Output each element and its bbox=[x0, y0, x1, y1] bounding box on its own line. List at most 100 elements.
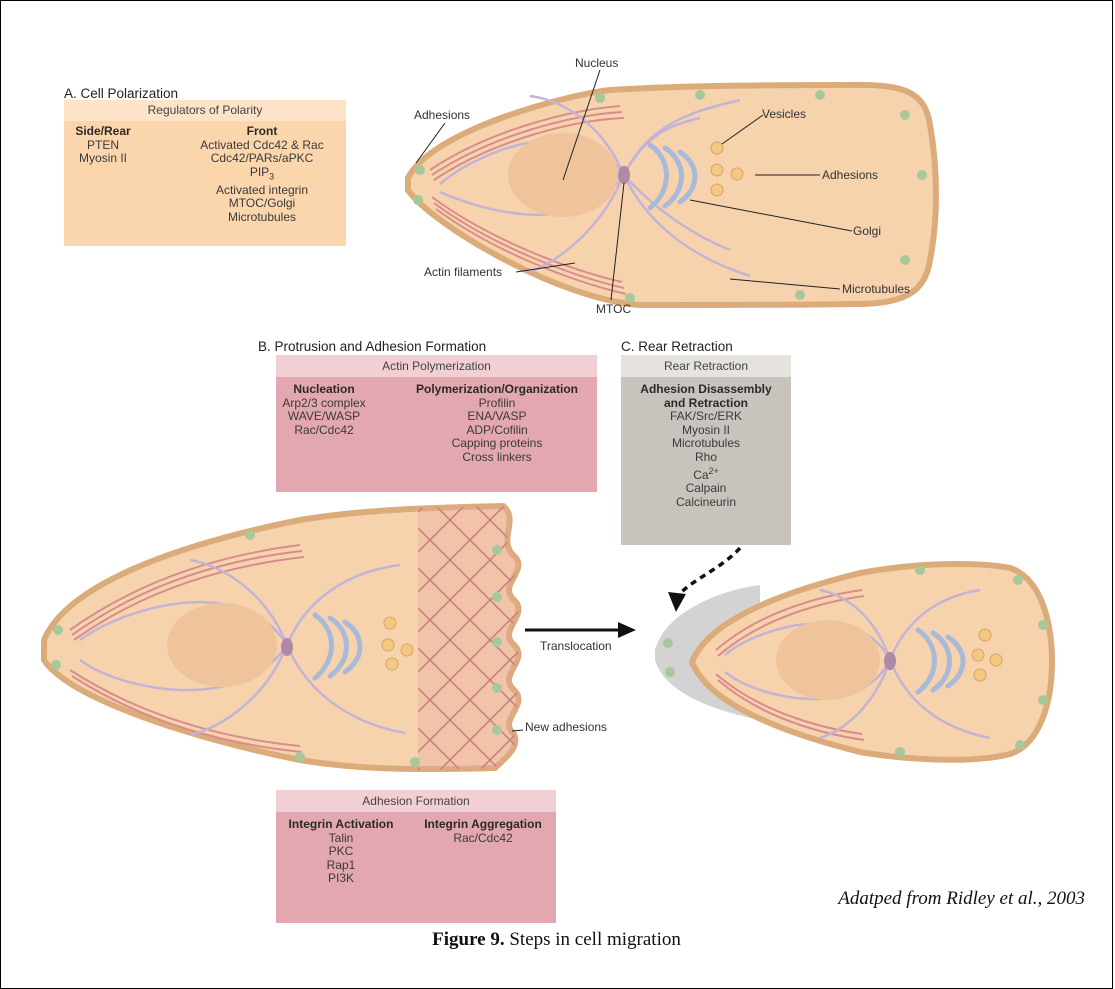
factor-item: FAK/Src/ERK bbox=[621, 410, 791, 424]
adhesion-dot bbox=[815, 90, 825, 100]
retraction-column: Adhesion Disassembly and Retraction FAK/… bbox=[621, 383, 791, 509]
factor-item: Microtubules bbox=[621, 437, 791, 451]
label-vesicles: Vesicles bbox=[762, 107, 806, 121]
adhesion-dot bbox=[695, 90, 705, 100]
regulator-item: PIP3 bbox=[178, 166, 346, 184]
vesicle bbox=[974, 669, 986, 681]
factor-item: Capping proteins bbox=[400, 437, 594, 451]
factor-item: Ca2+ bbox=[621, 465, 791, 483]
factor-item: Arp2/3 complex bbox=[276, 397, 372, 411]
vesicle bbox=[386, 658, 398, 670]
adhesion-dot bbox=[663, 638, 673, 648]
regulator-item: Cdc42/PARs/aPKC bbox=[178, 152, 346, 166]
adhesion-dot bbox=[1015, 740, 1025, 750]
nucleus bbox=[508, 133, 618, 217]
adhesion-dot bbox=[492, 592, 502, 602]
panel-header: Actin Polymerization bbox=[276, 355, 597, 377]
adhesion-dot bbox=[492, 637, 502, 647]
adhesion-dot bbox=[900, 110, 910, 120]
vesicle bbox=[972, 649, 984, 661]
vesicle bbox=[384, 617, 396, 629]
label-actin-filaments: Actin filaments bbox=[424, 265, 502, 279]
panel-header: Regulators of Polarity bbox=[64, 100, 346, 121]
figure-caption: Figure 9. Steps in cell migration bbox=[0, 929, 1113, 951]
factor-item: Rac/Cdc42 bbox=[276, 424, 372, 438]
adhesion-dot bbox=[595, 93, 605, 103]
adhesion-dot bbox=[1038, 695, 1048, 705]
regulator-item: MTOC/Golgi bbox=[178, 197, 346, 211]
factor-item: ENA/VASP bbox=[400, 410, 594, 424]
column-heading: Integrin Activation bbox=[276, 818, 406, 832]
adhesion-dot bbox=[410, 757, 420, 767]
caption-label: Figure 9. bbox=[432, 929, 504, 950]
polarity-regulators-panel: Regulators of Polarity Side/Rear PTEN My… bbox=[64, 100, 346, 246]
mtoc bbox=[281, 638, 293, 656]
adhesion-dot bbox=[53, 625, 63, 635]
panel-header: Rear Retraction bbox=[621, 355, 791, 377]
actin-polymerization-panel: Actin Polymerization Nucleation Arp2/3 c… bbox=[276, 355, 597, 492]
vesicle bbox=[979, 629, 991, 641]
section-b-title: B. Protrusion and Adhesion Formation bbox=[258, 339, 486, 354]
factor-item: Myosin II bbox=[621, 424, 791, 438]
regulator-item: Microtubules bbox=[178, 211, 346, 225]
regulator-item: Activated Cdc42 & Rac bbox=[178, 139, 346, 153]
nucleus bbox=[167, 603, 277, 687]
regulator-item: PTEN bbox=[64, 139, 142, 153]
factor-item: PI3K bbox=[276, 872, 406, 886]
column-heading: Nucleation bbox=[276, 383, 372, 397]
translocation-arrow bbox=[525, 622, 636, 638]
caption-text: Steps in cell migration bbox=[505, 929, 681, 950]
vesicle bbox=[711, 164, 723, 176]
factor-item: Rho bbox=[621, 451, 791, 465]
factor-item: Profilin bbox=[400, 397, 594, 411]
factor-item: Talin bbox=[276, 832, 406, 846]
column-heading: and Retraction bbox=[621, 397, 791, 411]
factor-item: Rap1 bbox=[276, 859, 406, 873]
side-rear-column: Side/Rear PTEN Myosin II bbox=[64, 125, 142, 166]
rear-retraction-panel: Rear Retraction Adhesion Disassembly and… bbox=[621, 355, 791, 545]
adhesion-dot bbox=[915, 565, 925, 575]
label-translocation: Translocation bbox=[540, 639, 612, 653]
adhesion-dot bbox=[900, 255, 910, 265]
factor-item: ADP/Cofilin bbox=[400, 424, 594, 438]
section-c-title: C. Rear Retraction bbox=[621, 339, 733, 354]
section-a-title: A. Cell Polarization bbox=[64, 86, 178, 101]
vesicle bbox=[382, 639, 394, 651]
regulator-item: Myosin II bbox=[64, 152, 142, 166]
factor-item: Cross linkers bbox=[400, 451, 594, 465]
adhesion-formation-panel: Adhesion Formation Integrin Activation T… bbox=[276, 790, 556, 923]
label-nucleus: Nucleus bbox=[575, 56, 618, 70]
panel-header: Adhesion Formation bbox=[276, 790, 556, 812]
column-heading: Front bbox=[178, 125, 346, 139]
cell-c bbox=[655, 564, 1052, 760]
vesicle bbox=[990, 654, 1002, 666]
label-golgi: Golgi bbox=[853, 224, 881, 238]
nucleation-column: Nucleation Arp2/3 complex WAVE/WASP Rac/… bbox=[276, 383, 372, 437]
adhesion-dot bbox=[1038, 620, 1048, 630]
vesicle bbox=[711, 142, 723, 154]
label-microtubules: Microtubules bbox=[842, 282, 910, 296]
adhesion-dot bbox=[51, 660, 61, 670]
adhesion-dot bbox=[895, 747, 905, 757]
vesicle bbox=[711, 184, 723, 196]
adhesion-dot bbox=[492, 725, 502, 735]
adhesion-dot bbox=[1013, 575, 1023, 585]
integrin-aggregation-column: Integrin Aggregation Rac/Cdc42 bbox=[410, 818, 556, 845]
label-mtoc: MTOC bbox=[596, 302, 631, 316]
front-column: Front Activated Cdc42 & Rac Cdc42/PARs/a… bbox=[178, 125, 346, 225]
mtoc bbox=[618, 166, 630, 184]
source-credit: Adatped from Ridley et al., 2003 bbox=[838, 888, 1085, 910]
column-heading: Side/Rear bbox=[64, 125, 142, 139]
factor-item: Calpain bbox=[621, 482, 791, 496]
adhesion-dot bbox=[492, 683, 502, 693]
adhesion-dot bbox=[415, 165, 425, 175]
polymerization-column: Polymerization/Organization Profilin ENA… bbox=[400, 383, 594, 465]
adhesion-dot bbox=[665, 667, 675, 677]
mtoc bbox=[884, 652, 896, 670]
column-heading: Polymerization/Organization bbox=[400, 383, 594, 397]
nucleus bbox=[776, 620, 880, 700]
factor-item: WAVE/WASP bbox=[276, 410, 372, 424]
label-adhesions-right: Adhesions bbox=[822, 168, 878, 182]
column-heading: Adhesion Disassembly bbox=[621, 383, 791, 397]
vesicle bbox=[401, 644, 413, 656]
